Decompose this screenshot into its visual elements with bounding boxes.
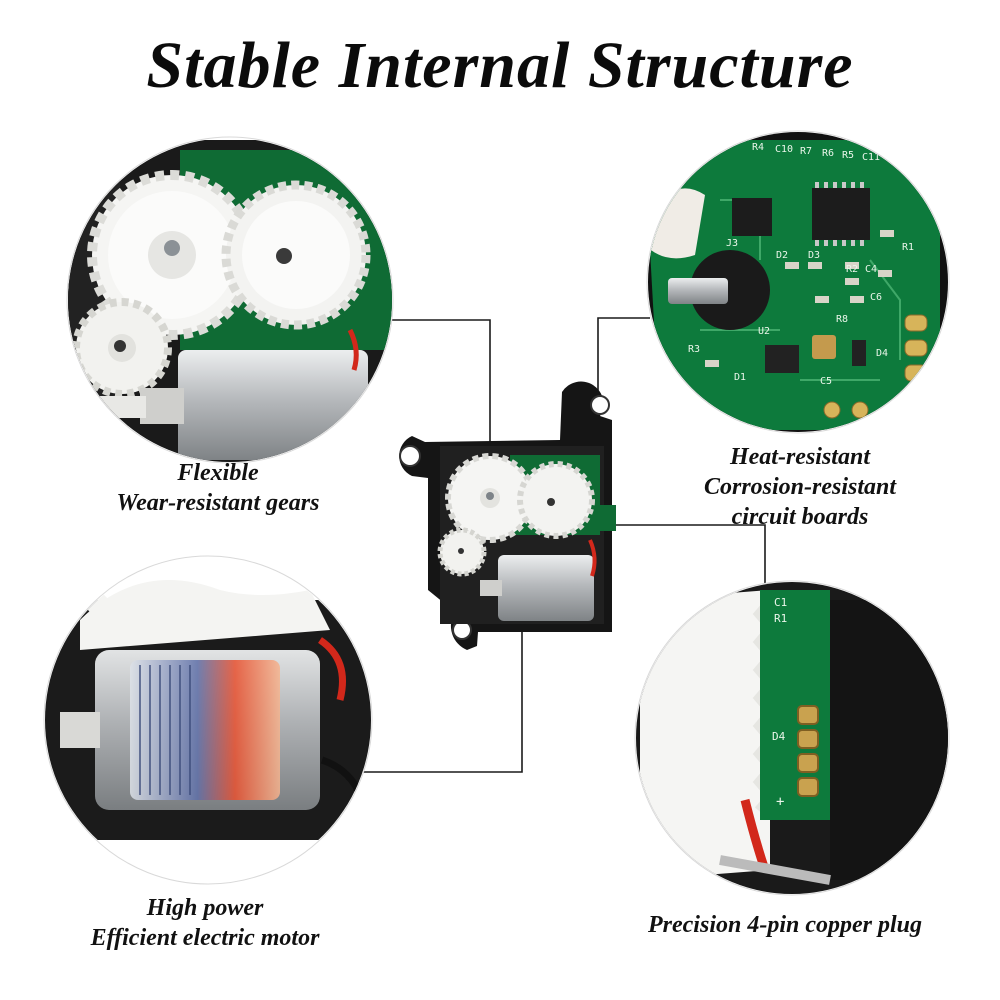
caption-board-line1: Heat-resistant — [729, 444, 870, 470]
motor-gear-icon — [86, 592, 238, 620]
caption-gears-line2: Wear-resistant gears — [116, 490, 320, 516]
caption-gears-line1: Flexible — [177, 460, 259, 486]
motor-closeup — [43, 555, 373, 885]
medium-gear-icon — [221, 180, 371, 330]
large-gear-icon — [87, 170, 257, 340]
plug-label: C1 — [774, 596, 787, 609]
gears-closeup — [66, 136, 394, 464]
circuit-board-closeup: R4 C10 R7 R6 R5 C11 D2 D3 R2 C4 C6 R8 U2… — [646, 130, 950, 434]
small-gear-icon — [72, 298, 172, 398]
connector-plug — [612, 524, 766, 592]
caption-plug: Precision 4-pin copper plug — [600, 910, 970, 940]
actuator-motor-icon — [480, 555, 594, 621]
page-title: Stable Internal Structure — [146, 29, 854, 102]
board-label: R3 — [688, 344, 700, 355]
board-label: R6 — [822, 148, 834, 159]
caption-motor-line2: Efficient electric motor — [90, 925, 320, 951]
board-label: D1 — [734, 372, 746, 383]
caption-motor-line1: High power — [146, 895, 264, 921]
board-label: R1 — [902, 242, 914, 253]
caption-plug-line1: Precision 4-pin copper plug — [648, 912, 922, 938]
board-label: C10 — [775, 144, 793, 155]
board-label: C11 — [862, 152, 880, 163]
actuator-gear-medium-icon — [517, 461, 595, 539]
shaft-hole-icon — [668, 250, 770, 330]
caption-gears: Flexible Wear-resistant gears — [58, 458, 378, 518]
board-label: J3 — [726, 238, 738, 249]
caption-board-line2: Corrosion-resistant — [703, 474, 897, 500]
plug-closeup: C1 R1 D4 + — [634, 580, 950, 896]
actuator-gear-large-icon — [445, 453, 535, 543]
actuator-gear-small-icon — [437, 527, 487, 577]
actuator-assembly — [399, 381, 616, 650]
board-label: R4 — [752, 142, 764, 153]
electric-motor-icon — [60, 650, 320, 810]
ic-chip-icon — [812, 182, 870, 246]
plug-label: R1 — [774, 612, 787, 625]
board-label: U2 — [758, 326, 770, 337]
board-label: R2 — [846, 264, 858, 275]
caption-motor: High power Efficient electric motor — [40, 893, 370, 953]
connector-lines — [352, 317, 766, 773]
board-label: R8 — [836, 314, 848, 325]
caption-board: Heat-resistant Corrosion-resistant circu… — [650, 442, 950, 532]
board-label: C5 — [820, 376, 832, 387]
board-label: D4 — [876, 348, 888, 359]
board-label: C4 — [865, 264, 877, 275]
board-label: D3 — [808, 250, 820, 261]
four-pin-plug-icon — [797, 705, 819, 797]
board-label: D2 — [776, 250, 788, 261]
board-label: C6 — [870, 292, 882, 303]
plug-label: + — [776, 794, 784, 810]
connector-motor — [352, 612, 523, 773]
caption-board-line3: circuit boards — [731, 504, 869, 530]
board-label: R7 — [800, 146, 812, 157]
connector-gears — [378, 319, 491, 478]
board-label: R5 — [842, 150, 854, 161]
plug-label: D4 — [772, 730, 786, 743]
